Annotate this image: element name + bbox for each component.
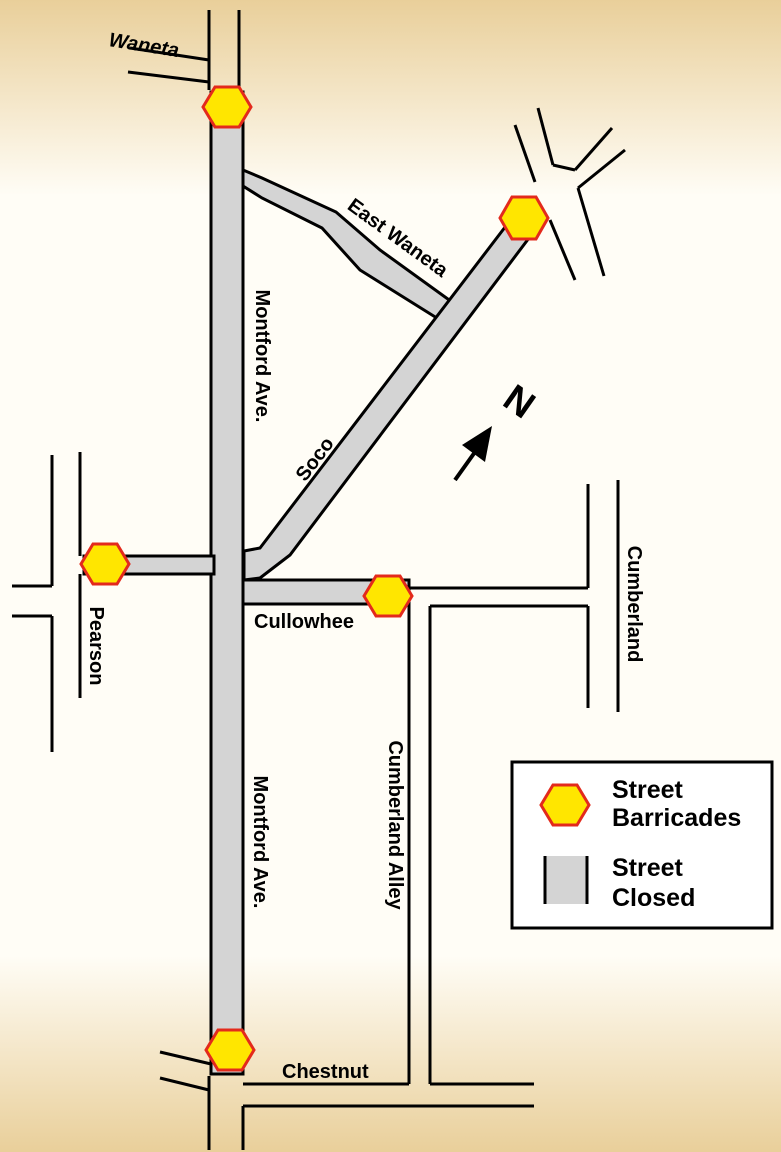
barricade-icon: [201, 85, 253, 129]
waneta-north-edge: [129, 46, 210, 62]
barricades: [79, 85, 550, 1072]
label-montford-north: Montford Ave.: [251, 290, 273, 423]
closed-montford-ave: [209, 90, 245, 1076]
soco-ne-edge-7: [577, 148, 626, 190]
legend-closed-icon: [545, 856, 587, 904]
north-arrow-head-icon: [462, 426, 492, 462]
barricade-icon: [362, 574, 414, 618]
legend-barricade-icon: [539, 783, 591, 827]
waneta-south-edge: [127, 70, 210, 84]
chestnut-west-edge-1: [159, 1050, 212, 1066]
soco-ne-edge-6: [576, 187, 606, 277]
soco-ne-edge-4: [552, 163, 576, 172]
legend: Street Barricades Street Closed: [510, 760, 774, 930]
barricade-icon: [204, 1028, 256, 1072]
legend-closed-line2: Closed: [612, 884, 695, 912]
label-pearson: Pearson: [85, 607, 107, 686]
label-chestnut: Chestnut: [282, 1061, 369, 1083]
label-cumberland-alley: Cumberland Alley: [384, 740, 406, 910]
open-streets: [12, 10, 626, 1150]
soco-ne-edge-1: [513, 124, 537, 183]
label-montford-south: Montford Ave.: [249, 776, 271, 909]
legend-barricade-line2: Barricades: [612, 804, 741, 832]
soco-ne-edge-2: [548, 219, 577, 281]
legend-barricade-line1: Street: [612, 776, 684, 804]
chestnut-west-edge-2: [159, 1076, 210, 1092]
label-cumberland: Cumberland: [623, 546, 645, 663]
label-cullowhee: Cullowhee: [254, 611, 354, 633]
legend-closed-line1: Street: [612, 854, 684, 882]
barricade-icon: [498, 195, 550, 241]
soco-ne-edge-3: [536, 107, 555, 166]
barricade-icon: [79, 542, 131, 586]
soco-ne-edge-5: [573, 127, 614, 171]
